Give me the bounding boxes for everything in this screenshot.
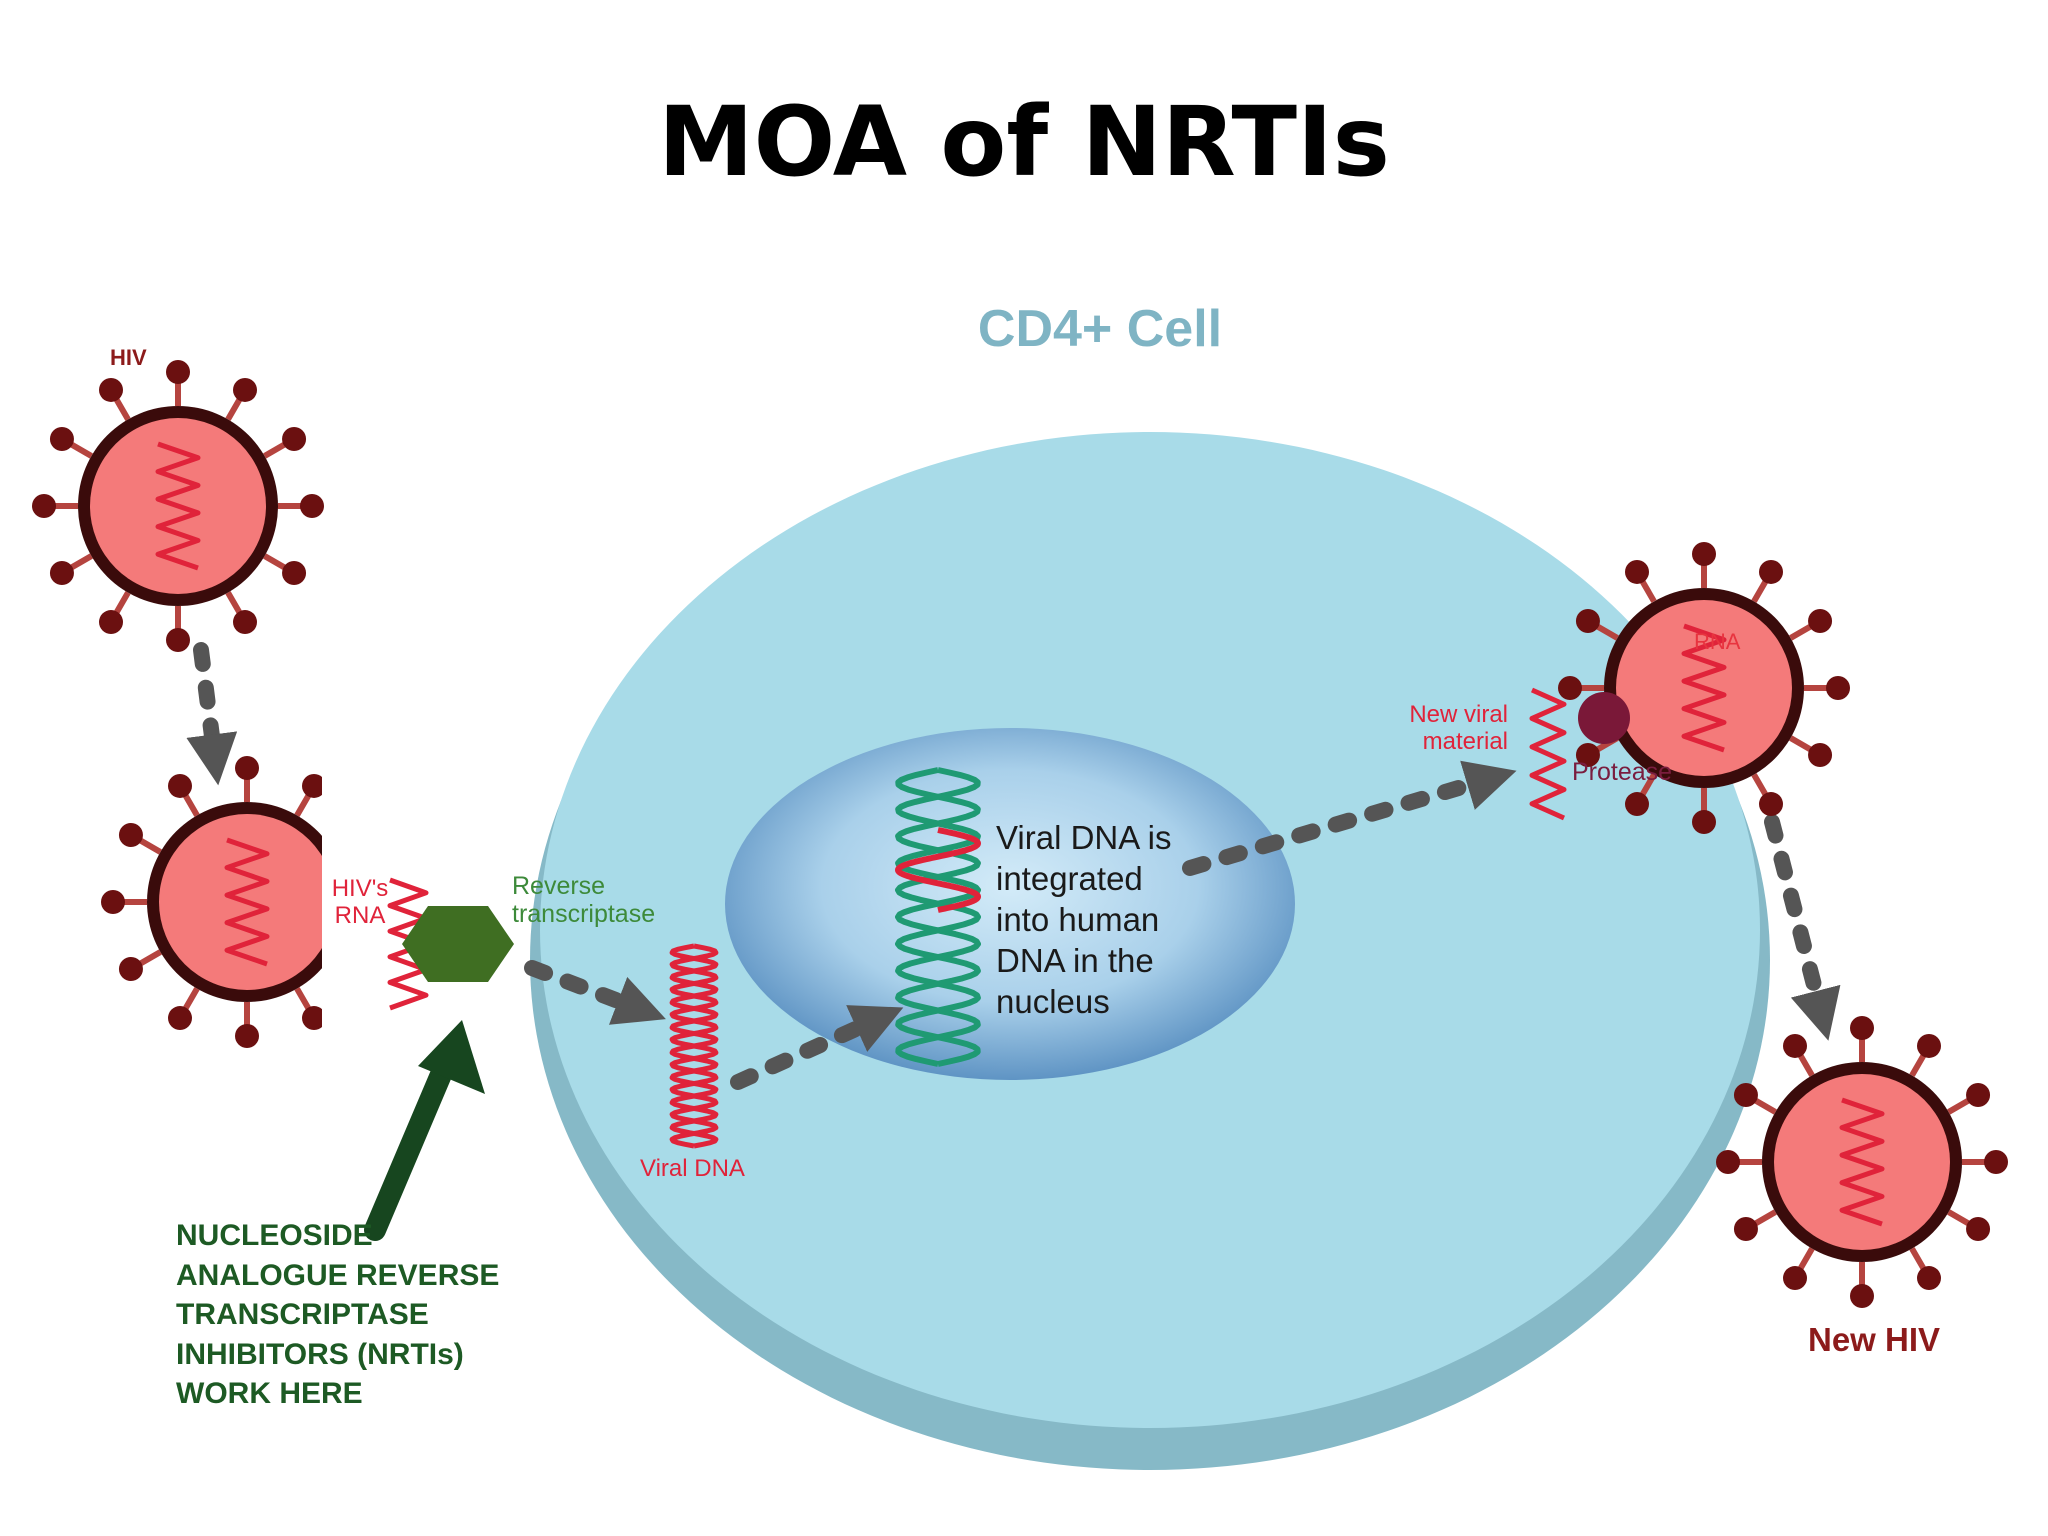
nrti-arrow (364, 1047, 459, 1241)
reverse-transcriptase-label: Reverse transcriptase (512, 872, 656, 928)
new-hiv-label: New HIV (1808, 1321, 1941, 1358)
viral-dna-label: Viral DNA (640, 1155, 745, 1182)
viral-dna-strand-b (669, 943, 719, 1149)
human-dna-strand-b (895, 767, 981, 1067)
budding-rna-label: RNA (1694, 629, 1741, 654)
attached-hiv-virus (101, 756, 322, 1048)
nrti-arrow-head (418, 1020, 485, 1094)
arrow-to-viral-dna (524, 960, 666, 1025)
new-hiv-virus (1716, 1016, 2008, 1308)
reverse-transcriptase-enzyme (402, 906, 514, 982)
hiv-label: HIV (110, 345, 147, 370)
nrti-note: NUCLEOSIDE ANALOGUE REVERSE TRANSCRIPTAS… (176, 1219, 500, 1411)
arrow-entry (186, 642, 238, 786)
arrow-to-new-material (1182, 760, 1517, 876)
hivs-rna-label: HIV's RNA (331, 875, 389, 929)
slide-title: MOA of NRTIs (658, 86, 1390, 198)
new-viral-material-label: New viral material (1409, 701, 1508, 755)
protease-label: Protease (1572, 758, 1673, 786)
protease-enzyme (1578, 692, 1630, 744)
arrow-release (1764, 814, 1841, 1041)
human-dna-strand-a (895, 767, 981, 1067)
hiv-virus (32, 360, 324, 652)
integrated-viral-dna-segment (895, 827, 981, 913)
budding-hiv-virus (1558, 542, 1850, 834)
arrow-to-nucleus (730, 1005, 904, 1090)
cell-label: CD4+ Cell (977, 300, 1223, 358)
nucleus-description: Viral DNA is integrated into human DNA i… (996, 819, 1172, 1020)
new-viral-material-strand (1529, 687, 1567, 821)
nucleus (725, 728, 1295, 1080)
